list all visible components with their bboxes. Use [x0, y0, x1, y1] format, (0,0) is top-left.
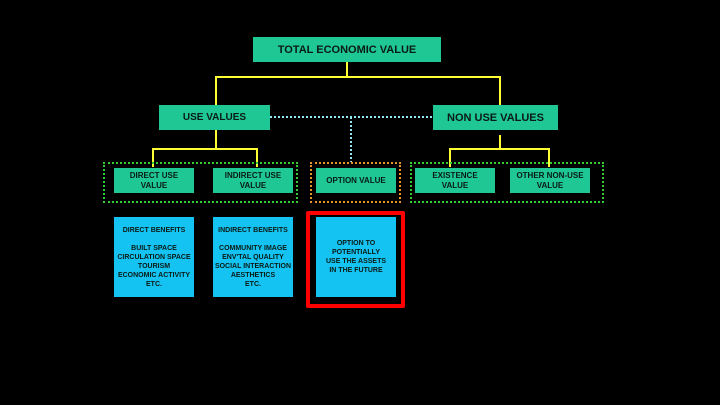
use-values-group: [103, 162, 298, 203]
existence-value-box: EXISTENCE VALUE: [415, 168, 495, 193]
total-economic-value-box: TOTAL ECONOMIC VALUE: [253, 37, 441, 62]
connector-nonuse-children: [449, 148, 550, 167]
connector-use-children: [152, 148, 258, 167]
connector-top: [215, 76, 501, 105]
indirect-benefits-box: INDIRECT BENEFITS COMMUNITY IMAGE ENV'TA…: [213, 217, 293, 297]
use-values-box: USE VALUES: [159, 105, 270, 130]
option-description-box: OPTION TO POTENTIALLY USE THE ASSETS IN …: [316, 217, 396, 297]
indirect-use-value-box: INDIRECT USE VALUE: [213, 168, 293, 193]
other-non-use-value-box: OTHER NON-USE VALUE: [510, 168, 590, 193]
non-use-values-box: NON USE VALUES: [433, 105, 558, 130]
option-value-group: [310, 162, 401, 203]
direct-use-value-box: DIRECT USE VALUE: [114, 168, 194, 193]
option-value-box: OPTION VALUE: [316, 168, 396, 193]
non-use-values-group: [410, 162, 604, 203]
direct-benefits-box: DIRECT BENEFITS BUILT SPACE CIRCULATION …: [114, 217, 194, 297]
option-highlight: [306, 211, 405, 308]
